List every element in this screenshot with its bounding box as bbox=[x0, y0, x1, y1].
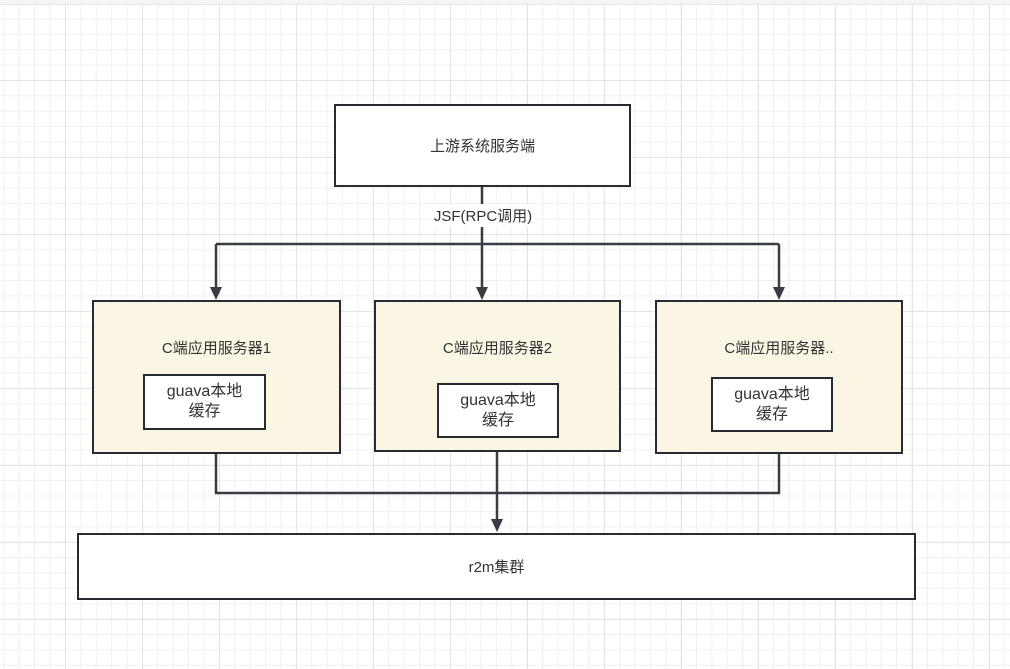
guava-cache3-label-line2: 缓存 bbox=[755, 405, 788, 423]
app-server2-title: C端应用服务器2 bbox=[442, 340, 553, 357]
rpc-call-edge-label[interactable]: JSF(RPC调用) bbox=[430, 204, 536, 227]
app-server3-title: C端应用服务器.. bbox=[724, 340, 834, 357]
guava-cache3-node[interactable]: guava本地 缓存 bbox=[711, 377, 833, 432]
guava-cache3-label-line1: guava本地 bbox=[734, 385, 810, 403]
guava-cache2-label-line2: 缓存 bbox=[481, 411, 514, 429]
upstream-server-label: 上游系统服务端 bbox=[429, 138, 535, 155]
app-server1-node[interactable]: C端应用服务器1 guava本地 缓存 bbox=[92, 300, 341, 454]
upstream-server-node[interactable]: 上游系统服务端 bbox=[334, 104, 631, 187]
arrowhead-r2m bbox=[491, 519, 503, 532]
app-server1-title: C端应用服务器1 bbox=[161, 340, 272, 357]
arrowhead-server1 bbox=[210, 287, 222, 300]
guava-cache2-label-line1: guava本地 bbox=[460, 391, 536, 409]
toolbar-edge-strip bbox=[0, 0, 1010, 5]
r2m-cluster-node[interactable]: r2m集群 bbox=[77, 533, 916, 600]
guava-cache1-node[interactable]: guava本地 缓存 bbox=[143, 374, 266, 430]
r2m-cluster-label: r2m集群 bbox=[468, 559, 525, 576]
app-server3-node[interactable]: C端应用服务器.. guava本地 缓存 bbox=[655, 300, 903, 454]
arrowhead-server2 bbox=[476, 287, 488, 300]
arrowhead-server3 bbox=[773, 287, 785, 300]
app-server2-node[interactable]: C端应用服务器2 guava本地 缓存 bbox=[374, 300, 621, 452]
guava-cache1-label-line2: 缓存 bbox=[188, 403, 221, 420]
guava-cache2-node[interactable]: guava本地 缓存 bbox=[437, 383, 559, 438]
edge-merge-line[interactable] bbox=[214, 453, 781, 495]
guava-cache1-label-line1: guava本地 bbox=[166, 383, 243, 400]
